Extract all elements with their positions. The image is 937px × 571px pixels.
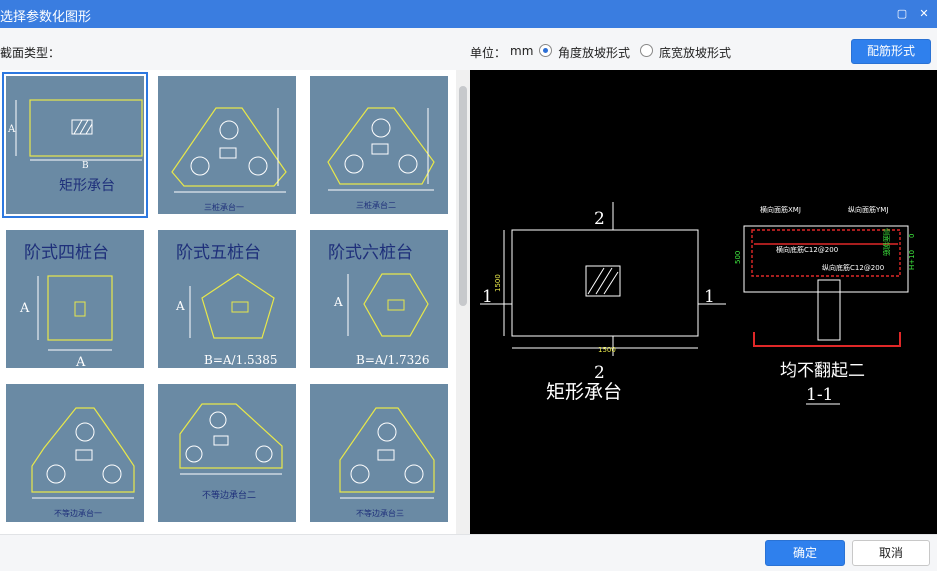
gallery-scrollbar[interactable] <box>456 70 470 534</box>
thumb-three-pile-1[interactable]: 三桩承台一 <box>154 72 300 218</box>
section-id: 1-1 <box>806 385 833 405</box>
unit-label: 单位： <box>470 46 507 60</box>
thumb-step-four-pile[interactable]: 阶式四桩台 A A <box>2 226 148 372</box>
width-slope-radio[interactable] <box>640 44 653 57</box>
ok-button[interactable]: 确定 <box>765 540 845 566</box>
thumb-caption: 不等边承台三 <box>356 508 404 518</box>
thumb-formula: B=A/1.7326 <box>356 353 430 367</box>
window-title: 选择参数化图形 <box>0 10 92 25</box>
dim-width: 1500 <box>598 346 616 354</box>
unit-value: mm <box>510 44 534 58</box>
width-slope-label[interactable]: 底宽放坡形式 <box>659 46 732 60</box>
svg-text:A: A <box>175 299 185 313</box>
thumb-unequal-1[interactable]: 不等边承台一 <box>2 380 148 526</box>
section-type-label: 截面类型： <box>0 46 61 60</box>
thumb-step-five-pile[interactable]: 阶式五桩台 A B=A/1.5385 <box>154 226 300 372</box>
dim-height: 1500 <box>494 274 502 292</box>
thumb-rect-cap[interactable]: A B 矩形承台 <box>2 72 148 218</box>
thumb-caption: 三桩承台一 <box>204 202 244 212</box>
cancel-button[interactable]: 取消 <box>852 540 930 566</box>
thumb-unequal-2[interactable]: 不等边承台二 <box>154 380 300 526</box>
thumb-caption: 阶式六桩台 <box>328 243 413 263</box>
svg-text:A: A <box>19 301 30 316</box>
section-mark-top: 2 <box>594 209 605 229</box>
shape-gallery: A B 矩形承台 三桩承台一 三桩承台二 <box>0 70 470 534</box>
dialog-footer: 确定 取消 <box>0 534 937 571</box>
section-mark-bottom: 2 <box>594 363 605 383</box>
close-icon[interactable]: ✕ <box>919 7 929 20</box>
thumb-caption: 三桩承台二 <box>356 200 396 210</box>
toolbar: 截面类型： 单位： mm 角度放坡形式 底宽放坡形式 配筋形式 <box>0 28 937 70</box>
angle-slope-label[interactable]: 角度放坡形式 <box>558 46 631 60</box>
thumb-three-pile-2[interactable]: 三桩承台二 <box>306 72 452 218</box>
thumb-caption: 不等边承台一 <box>54 508 102 518</box>
thumb-unequal-3[interactable]: 不等边承台三 <box>306 380 452 526</box>
thumb-step-six-pile[interactable]: 阶式六桩台 A B=A/1.7326 <box>306 226 452 372</box>
svg-text:A: A <box>75 355 86 370</box>
svg-text:B: B <box>82 161 89 171</box>
scrollbar-thumb[interactable] <box>459 86 467 306</box>
maximize-icon[interactable]: ▢ <box>896 7 908 20</box>
side-rebar-label: 侧面钢筋 <box>882 228 891 256</box>
rebar-bottom-longitudinal: 纵向底筋C12@200 <box>822 263 884 272</box>
plan-name: 矩形承台 <box>546 381 622 403</box>
section-mark-right: 1 <box>704 287 715 307</box>
rebar-form-button[interactable]: 配筋形式 <box>851 39 931 64</box>
thumb-caption: 阶式五桩台 <box>176 243 261 263</box>
rebar-bottom-transverse: 横向底筋C12@200 <box>776 245 838 254</box>
section-right-dim2: 0 <box>908 234 916 238</box>
section-height-dim: 500 <box>734 251 742 264</box>
angle-slope-radio[interactable] <box>539 44 552 57</box>
svg-text:A: A <box>333 295 343 309</box>
thumb-caption: 不等边承台二 <box>202 489 256 501</box>
section-right-dim1: H+10 <box>908 250 916 270</box>
preview-canvas: 2 2 1 1 1500 1500 矩形承台 横向面筋XMJ 纵向面筋YMJ 横… <box>470 70 937 534</box>
rebar-top-longitudinal: 纵向面筋YMJ <box>848 205 888 214</box>
thumb-caption: 矩形承台 <box>59 178 115 194</box>
svg-text:A: A <box>7 124 16 135</box>
title-bar: 选择参数化图形 ▢ ✕ <box>0 0 937 28</box>
section-mark-left: 1 <box>482 287 493 307</box>
section-name: 均不翻起二 <box>780 361 865 381</box>
thumb-formula: B=A/1.5385 <box>204 353 278 367</box>
rebar-top-transverse: 横向面筋XMJ <box>760 205 801 214</box>
thumb-caption: 阶式四桩台 <box>24 243 109 263</box>
